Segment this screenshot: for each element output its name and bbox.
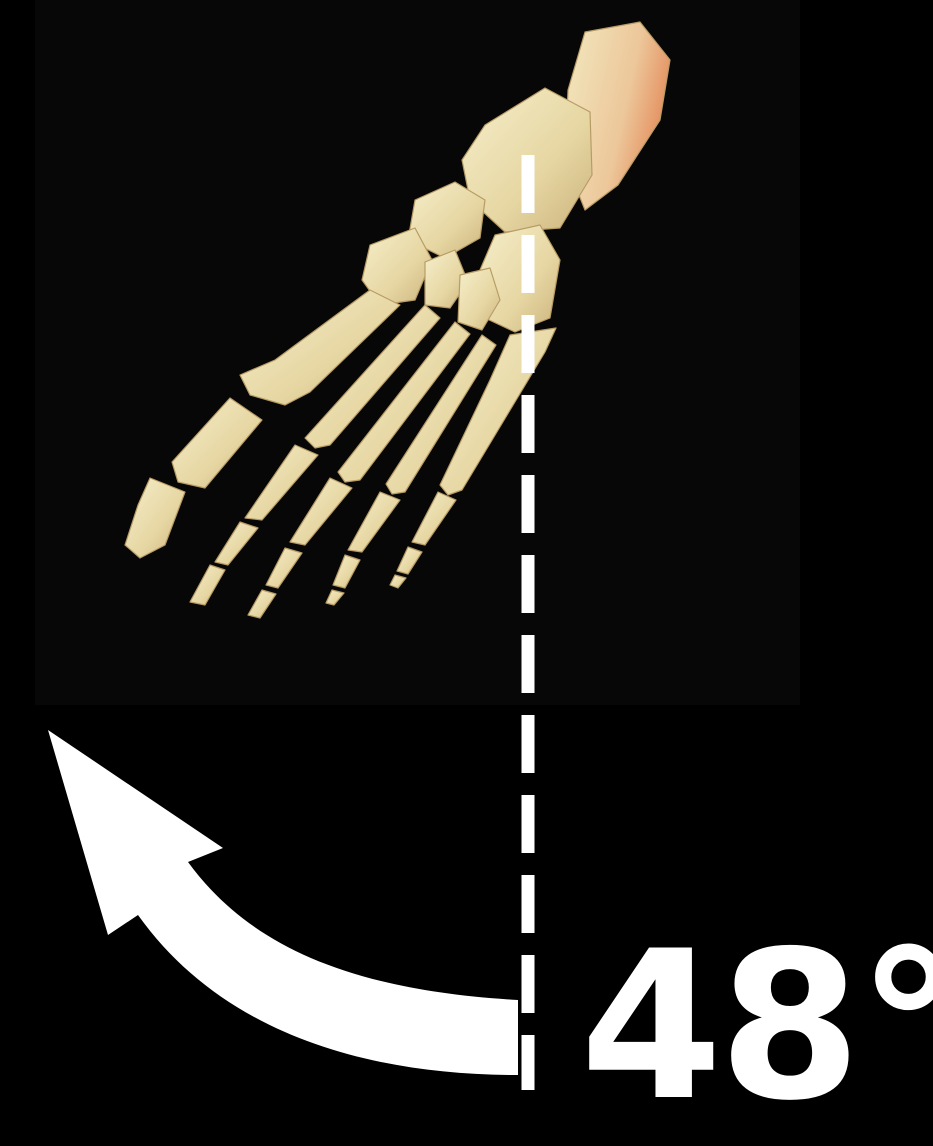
angle-label: 48°: [580, 925, 933, 1130]
angle-value: 48: [580, 908, 857, 1146]
angle-unit: °: [857, 908, 933, 1146]
image-panel: [35, 0, 800, 705]
